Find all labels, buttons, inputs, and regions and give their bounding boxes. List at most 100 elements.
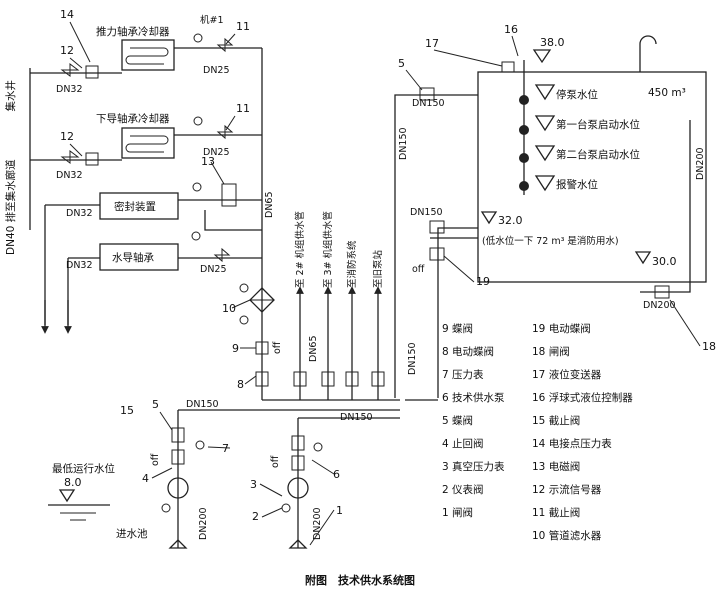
pump-valves	[161, 427, 323, 513]
level-transmitter	[501, 61, 515, 73]
svg-text:8: 8	[237, 378, 244, 391]
svg-text:DN32: DN32	[56, 170, 83, 181]
svg-text:12 示流信号器: 12 示流信号器	[532, 483, 602, 496]
drain-label: DN40 排至集水廊道	[4, 159, 17, 255]
svg-text:15: 15	[120, 404, 134, 417]
svg-text:450 m³: 450 m³	[648, 87, 686, 99]
svg-text:3 真空压力表: 3 真空压力表	[442, 460, 505, 473]
svg-text:11: 11	[236, 102, 250, 115]
water-guide-box	[99, 243, 179, 271]
svg-text:5: 5	[152, 398, 159, 411]
svg-text:off: off	[412, 264, 425, 275]
svg-text:停泵水位: 停泵水位	[556, 88, 598, 101]
svg-text:7 压力表: 7 压力表	[442, 368, 484, 381]
svg-text:19 电动蝶阀: 19 电动蝶阀	[532, 322, 591, 335]
svg-text:19: 19	[476, 275, 490, 288]
svg-text:DN32: DN32	[56, 84, 83, 95]
svg-text:4 止回阀: 4 止回阀	[442, 437, 484, 450]
legend-right: 19 电动蝶阀 18 闸阀 17 液位变送器 16 浮球式液位控制器 15 截止…	[532, 322, 633, 542]
pipe-size-labels: DN32 DN32 DN32 DN32 DN25 DN25 DN25 DN65 …	[56, 65, 706, 540]
svg-text:off: off	[150, 453, 161, 466]
svg-text:(低水位一下 72 m³ 是消防用水): (低水位一下 72 m³ 是消防用水)	[482, 235, 619, 247]
svg-text:10: 10	[222, 302, 236, 315]
svg-text:DN150: DN150	[398, 127, 409, 160]
svg-text:off: off	[270, 455, 281, 468]
tank-inlet-pipe	[394, 94, 478, 398]
intake-elev: 8.0	[64, 476, 82, 489]
svg-text:4: 4	[142, 472, 149, 485]
svg-text:38.0: 38.0	[540, 36, 565, 49]
svg-text:DN150: DN150	[407, 342, 418, 375]
callout-numbers: 1 2 3 4 5 6 7 8 9 10 11 11 12 12 13 14 1…	[60, 8, 716, 523]
off-labels: off off off off	[150, 264, 425, 468]
svg-text:第一台泵启动水位: 第一台泵启动水位	[556, 118, 640, 131]
thrust-cooler-box	[121, 39, 175, 71]
svg-text:报警水位: 报警水位	[556, 178, 598, 191]
svg-text:9 蝶阀: 9 蝶阀	[442, 322, 473, 335]
svg-text:至 3# 机组供水管: 至 3# 机组供水管	[322, 211, 334, 288]
riser-pipes	[262, 286, 400, 401]
figure-caption: 附图 技术供水系统图	[305, 573, 415, 587]
svg-text:14 电接点压力表: 14 电接点压力表	[532, 437, 612, 450]
svg-text:5 蝶阀: 5 蝶阀	[442, 414, 473, 427]
svg-text:DN200: DN200	[695, 147, 706, 180]
pipe-strainer	[249, 287, 275, 313]
svg-text:14: 14	[60, 8, 74, 21]
motor-valve-19	[429, 247, 445, 261]
svg-text:30.0: 30.0	[652, 255, 677, 268]
svg-text:12: 12	[60, 130, 74, 143]
svg-text:6 技术供水泵: 6 技术供水泵	[442, 391, 505, 404]
seal-label: 密封装置	[114, 200, 156, 213]
unit-number: 机#1	[200, 14, 224, 26]
svg-text:DN32: DN32	[66, 208, 93, 219]
svg-text:18: 18	[702, 340, 716, 353]
guide-coil	[125, 135, 169, 153]
svg-text:off: off	[272, 341, 283, 354]
svg-text:3: 3	[250, 478, 257, 491]
svg-text:7: 7	[222, 442, 229, 455]
intake-water	[48, 504, 110, 521]
svg-text:15 截止阀: 15 截止阀	[532, 414, 580, 427]
svg-text:DN65: DN65	[308, 335, 319, 362]
gate-valve-18	[654, 285, 670, 299]
svg-text:10 管道滤水器: 10 管道滤水器	[532, 529, 602, 542]
tank-labels: 38.0 450 m³ 停泵水位 第一台泵启动水位 第二台泵启动水位 报警水位 …	[482, 36, 686, 268]
svg-text:至旧泵站: 至旧泵站	[372, 249, 384, 288]
collect-well-label: 集水井	[4, 80, 17, 112]
svg-text:16: 16	[504, 23, 518, 36]
svg-text:DN200: DN200	[198, 507, 209, 540]
guide-cooler-box	[121, 127, 175, 159]
svg-text:DN150: DN150	[340, 412, 373, 423]
svg-text:至 2# 机组供水管: 至 2# 机组供水管	[294, 211, 306, 288]
svg-text:18 闸阀: 18 闸阀	[532, 345, 570, 358]
svg-text:16 浮球式液位控制器: 16 浮球式液位控制器	[532, 391, 633, 404]
svg-text:13: 13	[201, 155, 215, 168]
supply-pump-1	[167, 477, 189, 499]
svg-text:12: 12	[60, 44, 74, 57]
valve-markers	[60, 33, 249, 325]
float-balls	[519, 95, 529, 191]
solenoid-valve	[221, 183, 237, 207]
svg-text:2: 2	[252, 510, 259, 523]
svg-text:1: 1	[336, 504, 343, 517]
legend-left: 9 蝶阀 8 电动蝶阀 7 压力表 6 技术供水泵 5 蝶阀 4 止回阀 3 真…	[442, 322, 505, 519]
level-triangles	[58, 49, 652, 503]
tank-outlet-pipe	[640, 120, 691, 293]
svg-text:9: 9	[232, 342, 239, 355]
supply-pump-2	[287, 477, 309, 499]
svg-text:DN150: DN150	[186, 399, 219, 410]
svg-text:17 液位变送器: 17 液位变送器	[532, 368, 602, 381]
riser-labels: 至 2# 机组供水管 至 3# 机组供水管 至消防系统 至旧泵站	[294, 211, 384, 288]
water-tank	[477, 71, 707, 283]
water-guide-label: 水导轴承	[112, 251, 154, 264]
svg-text:6: 6	[333, 468, 340, 481]
tank-vent	[639, 35, 657, 72]
svg-text:DN65: DN65	[264, 191, 275, 218]
motor-valve-8	[255, 371, 269, 387]
svg-text:13 电磁阀: 13 电磁阀	[532, 460, 580, 473]
svg-text:第二台泵启动水位: 第二台泵启动水位	[556, 148, 640, 161]
callout-leaders	[69, 21, 701, 546]
svg-text:8 电动蝶阀: 8 电动蝶阀	[442, 345, 494, 358]
svg-text:2 仪表阀: 2 仪表阀	[442, 483, 484, 496]
